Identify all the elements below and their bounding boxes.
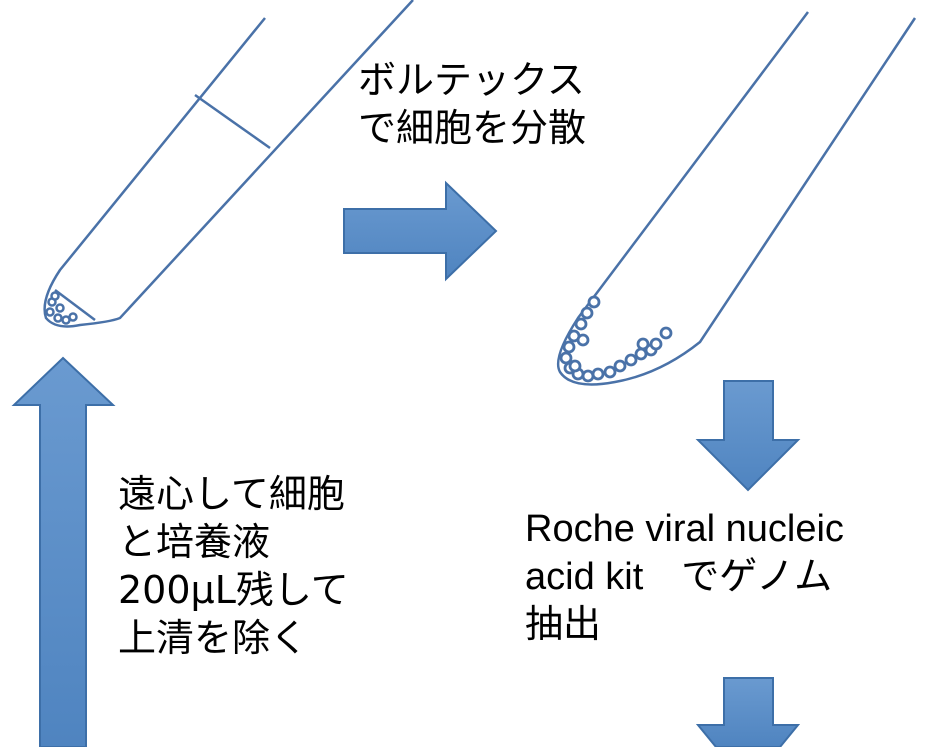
- tube-left-pellet-line: [54, 289, 96, 321]
- label-extraction-line-1: Roche viral nucleic: [525, 508, 844, 550]
- label-genome-extraction: Roche viral nucleic acid kit でゲノム 抽出: [525, 505, 844, 649]
- tube-left-outline: [43, 0, 414, 328]
- label-vortex-line-2: で細胞を分散: [358, 106, 587, 150]
- tube-left: [43, 0, 414, 328]
- label-centrifuge-line-1: 遠心して細胞: [118, 472, 345, 516]
- label-centrifuge-line-2: と培養液: [118, 520, 271, 564]
- label-centrifuge-line-4: 上清を除く: [118, 616, 309, 660]
- label-extraction-line-3: 抽出: [525, 604, 602, 646]
- label-vortex: ボルテックス で細胞を分散: [358, 56, 586, 152]
- label-centrifuge-line-3: 200μL残して: [118, 568, 349, 612]
- arrow-down-extraction: [695, 380, 801, 492]
- dispersed-cells-right: [559, 295, 673, 383]
- tube-left-liquid-level: [194, 93, 271, 150]
- label-extraction-line-2: acid kit でゲノム: [525, 556, 833, 598]
- label-vortex-line-1: ボルテックス: [358, 58, 585, 102]
- tube-right-outline: [556, 11, 917, 386]
- tube-right: [556, 11, 917, 386]
- arrow-right-vortex: [343, 180, 498, 282]
- label-centrifuge: 遠心して細胞 と培養液 200μL残して 上清を除く: [118, 470, 349, 662]
- arrow-down-next: [695, 677, 801, 747]
- arrow-up-centrifuge: [11, 356, 116, 747]
- pellet-cells-left: [45, 291, 78, 325]
